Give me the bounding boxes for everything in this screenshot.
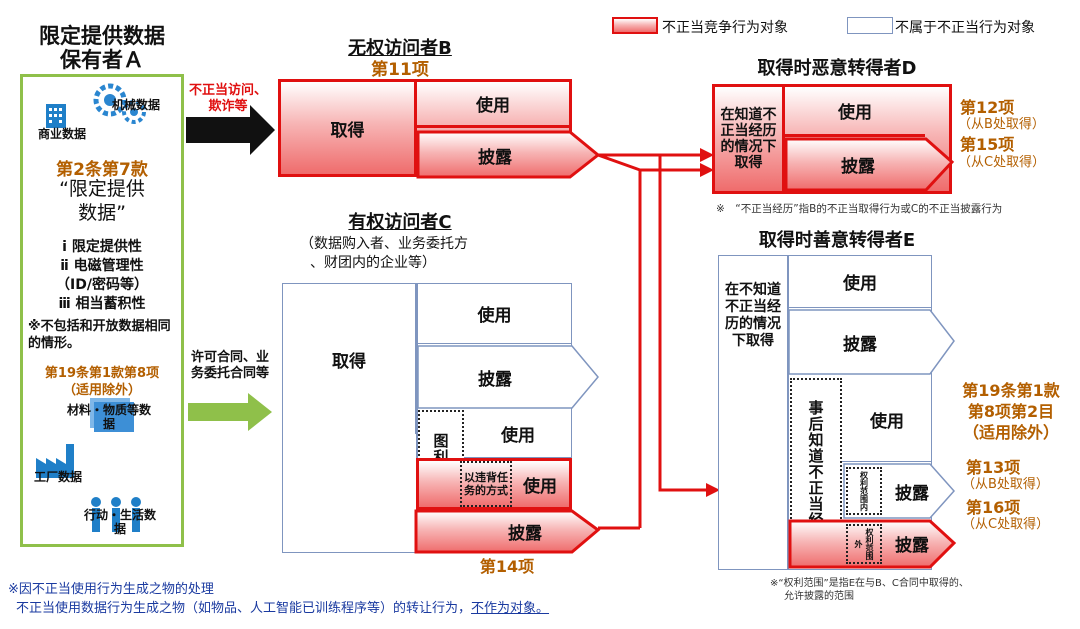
accessor-b-disclose: 披露 (478, 147, 512, 168)
factory-icon (34, 440, 84, 484)
transferee-d-item15: 第15项 (960, 135, 1015, 154)
authorized-arrow-label: 许可合同、业务委托合同等 (190, 350, 269, 381)
bottom-note-line2-end: 不作为对象。 (471, 601, 550, 616)
transferee-d-footnote: ※ “不正当经历”指B的不正当取得行为或C的不正当披露行为 (716, 203, 1003, 215)
holder-a-requirements: ⅰ 限定提供性 ⅱ 电磁管理性 （ID/密码等） ⅲ 相当蓄积性 (20, 238, 184, 314)
legend-white-swatch (847, 17, 893, 34)
transferee-e-disclose-outside: 披露 (895, 535, 929, 556)
accessor-c-violation-box (460, 461, 512, 507)
transferee-e-later: 事后知道不正当经历 (806, 400, 825, 544)
accessor-c-disclose2: 披露 (508, 523, 542, 544)
transferee-e-item16-note: （从C处取得） (962, 517, 1050, 532)
req-2: ⅱ 电磁管理性 (60, 258, 144, 274)
accessor-c-subtitle: （数据购入者、业务委托方 、财团内的企业等） (300, 235, 520, 273)
accessor-c-divider (416, 284, 418, 552)
icon-label-business: 商业数据 (38, 127, 87, 141)
accessor-c-acquire: 取得 (283, 284, 416, 434)
transferee-d-acquire: 在知道不正当经历的情况下取得 (715, 87, 785, 191)
legend-white-label: 不属于不正当行为对象 (895, 20, 1035, 36)
holder-a-panel (20, 74, 184, 547)
transferee-e-disclose-within: 披露 (895, 483, 929, 504)
transferee-e-outside: 权利范围外 (854, 528, 874, 560)
transferee-e-within: 权利范围内 (859, 471, 869, 511)
transferee-e-use2: 使用 (842, 378, 932, 462)
holder-a-exclusion: ※不包括和开放数据相同的情形。 (28, 319, 171, 351)
accessor-c-use2: 使用 (464, 410, 572, 458)
holder-a-exception-article: 第19条第1款第8项 (44, 366, 160, 381)
holder-a-term-line2: 数据” (78, 202, 126, 224)
transferee-d-use: 使用 (785, 87, 925, 137)
accessor-c-item: 第14项 (479, 557, 535, 576)
transferee-d-disclose: 披露 (841, 156, 875, 177)
transferee-e-exception-line1: 第19条第1款 (962, 381, 1060, 400)
documents-icon (84, 394, 144, 438)
transferee-e-divider (787, 256, 789, 569)
accessor-c-use3: 使用 (523, 476, 557, 497)
bottom-note-line2: 不正当使用数据行为生成之物（如物品、人工智能已训练程序等）的转让行为，不作为对象… (8, 599, 549, 618)
transferee-e-footnote-line2: 允许披露的范围 (784, 591, 854, 602)
transferee-e-exception-line2: 第8项第2目 (967, 402, 1055, 421)
req-3: ⅲ 相当蓄积性 (58, 296, 146, 312)
transferee-e-acquire: 在不知道不正当经历的情况下取得 (725, 282, 781, 349)
transferee-e-item16: 第16项 (966, 498, 1021, 517)
holder-a-exception-note: （适用除外） (62, 383, 141, 398)
holder-a-title: 限定提供数据 保有者Ａ (22, 24, 182, 72)
icon-label-factory: 工厂数据 (34, 470, 83, 484)
transferee-e-exception-note: （适用除外） (962, 423, 1059, 442)
transferee-e-exception: 第19条第1款 第8项第2目 （适用除外） (948, 380, 1074, 443)
transferee-d-item12: 第12项 (960, 98, 1015, 117)
transferee-e-outside-box (846, 524, 882, 564)
transferee-e-within-box (846, 467, 882, 515)
people-icon (86, 494, 156, 540)
transferee-d-title: 取得时恶意转得者D (757, 58, 917, 79)
holder-a-title-line1: 限定提供数据 (39, 24, 165, 48)
transferee-e-footnote: ※“权利范围”是指E在与B、C合同中取得的、 允许披露的范围 (770, 577, 969, 603)
icon-label-machine: 机械数据 (112, 98, 161, 112)
transferee-e-item13-note: （从B处取得） (962, 477, 1049, 492)
accessor-c-violation: 以违背任务的方式 (464, 471, 508, 497)
req-1: ⅰ 限定提供性 (62, 239, 142, 255)
icon-label-behavior: 行动・生活数据 (83, 508, 156, 536)
transferee-d-item12-note: （从B处取得） (958, 117, 1045, 132)
bottom-note-line1: ※因不正当使用行为生成之物的处理 (8, 582, 214, 597)
transferee-e-use: 使用 (789, 256, 931, 308)
transferee-e-title: 取得时善意转得者E (758, 230, 916, 251)
holder-a-term: “限定提供 数据” (20, 177, 184, 225)
gears-icon (90, 78, 150, 132)
accessor-b-use: 使用 (417, 82, 569, 128)
accessor-c-use: 使用 (418, 284, 571, 344)
accessor-b-item: 第11项 (371, 60, 429, 80)
accessor-c-red-use-box (416, 458, 572, 510)
accessor-c-disclose: 披露 (478, 369, 512, 390)
accessor-c-title: 有权访问者C (348, 212, 452, 233)
bottom-note-line2-text: 不正当使用数据行为生成之物（如物品、人工智能已训练程序等）的转让行为， (16, 601, 472, 616)
unauthorized-arrow-label: 不正当访问、欺诈等 (188, 83, 267, 114)
holder-a-term-line1: “限定提供 (59, 178, 145, 200)
legend-red-label: 不正当竞争行为对象 (662, 20, 788, 36)
transferee-e-disclose: 披露 (843, 334, 877, 355)
building-icon (42, 100, 72, 134)
transferee-e-footnote-line1: ※“权利范围”是指E在与B、C合同中取得的、 (770, 578, 969, 589)
holder-a-title-line2: 保有者Ａ (60, 48, 144, 72)
accessor-b-title: 无权访问者B (348, 38, 452, 59)
legend-red-swatch (612, 17, 658, 34)
accessor-c-subtitle-line1: （数据购入者、业务委托方 (300, 236, 468, 252)
accessor-b-acquire: 取得 (281, 82, 417, 174)
icon-label-material: 材料・物质等数据 (66, 403, 151, 431)
transferee-e-item13: 第13项 (966, 458, 1021, 477)
bottom-note: ※因不正当使用行为生成之物的处理 不正当使用数据行为生成之物（如物品、人工智能已… (8, 580, 549, 618)
holder-a-article: 第2条第7款 (56, 160, 148, 180)
transferee-d-item15-note: （从C处取得） (958, 155, 1046, 170)
accessor-c-subtitle-line2: 、财团内的企业等） (310, 255, 436, 271)
req-2-sub: （ID/密码等） (56, 277, 148, 293)
